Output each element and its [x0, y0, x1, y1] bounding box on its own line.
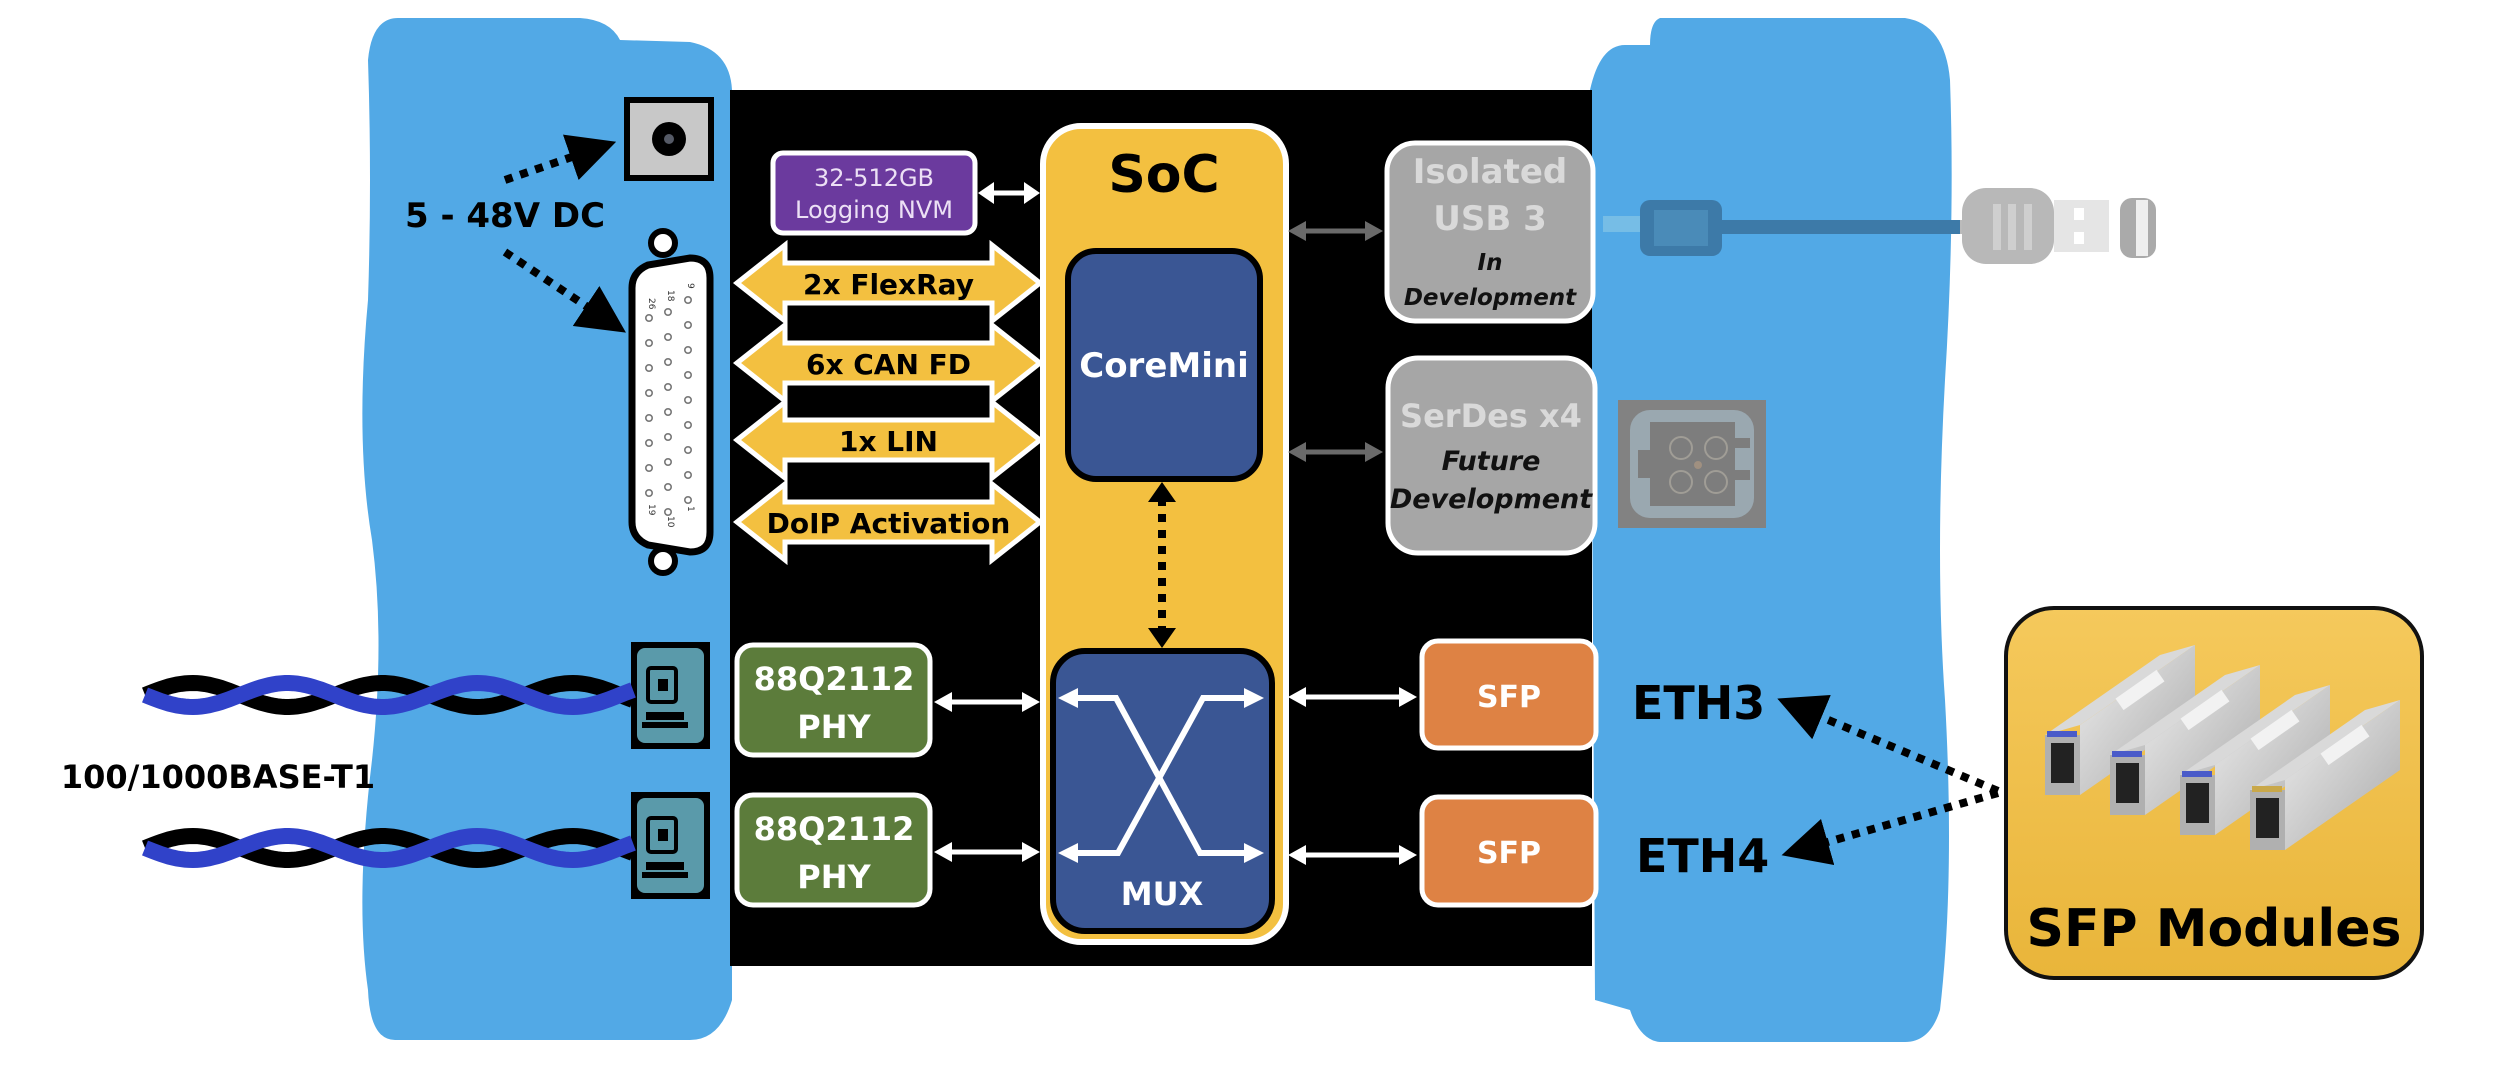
usb-title-line1: Isolated	[1413, 152, 1568, 192]
power-label: 5 - 48V DC	[405, 196, 605, 236]
db-pin	[644, 363, 653, 372]
bus-arrow-4-label: DoIP Activation	[767, 507, 1011, 540]
db-pin-label-1: 1	[685, 506, 695, 512]
db-pin	[683, 420, 692, 429]
db-pin-label-18: 18	[665, 290, 675, 302]
t1-connector-2-icon[interactable]	[631, 792, 710, 899]
eth3-label: ETH3	[1632, 676, 1765, 730]
nvm-link-arrow	[978, 182, 1040, 204]
db-pin-label-26: 26	[646, 298, 656, 310]
db-pin	[663, 332, 672, 341]
db-pin	[683, 320, 692, 329]
nvm-capacity: 32-512GB	[814, 164, 934, 192]
sfp-port-1[interactable]: SFP	[1419, 638, 1599, 751]
db-pin	[644, 488, 653, 497]
mux-block[interactable]: MUX	[1050, 648, 1275, 934]
t1-connector-1-icon[interactable]	[631, 642, 710, 749]
db-connector-icon[interactable]: 9 18 26 1 10 19	[628, 228, 714, 576]
serdes-status-line2: Development	[1390, 484, 1593, 515]
db-pin	[644, 463, 653, 472]
bus-arrow-3[interactable]: 1x LIN	[732, 396, 1045, 484]
phy-1-chip: 88Q2112	[754, 660, 915, 698]
coremini-block[interactable]: CoreMini	[1065, 248, 1263, 482]
ethernet-cable-label: 100/1000BASE-T1	[61, 758, 375, 796]
db-pin	[663, 507, 672, 516]
serdes-soc-arrow	[1288, 442, 1383, 462]
soc-title: SoC	[1108, 145, 1219, 205]
bus-arrow-2[interactable]: 6x CAN FD	[732, 319, 1045, 407]
phy-block-1[interactable]: 88Q2112 PHY	[734, 642, 933, 758]
db-pin	[683, 345, 692, 354]
db-pin	[644, 438, 653, 447]
db-pin	[644, 413, 653, 422]
db-pin	[644, 313, 653, 322]
mux-sfp-arrows	[1298, 694, 1406, 858]
sfp-module-3	[2180, 685, 2330, 835]
db-pin	[683, 370, 692, 379]
serdes-block[interactable]: SerDes x4 Future Development	[1385, 355, 1598, 556]
serdes-status-line1: Future	[1442, 446, 1541, 477]
coremini-label: CoreMini	[1079, 346, 1249, 386]
serdes-connector-icon[interactable]	[1618, 400, 1766, 528]
db-pin-label-9: 9	[685, 283, 695, 289]
power-arrows	[502, 134, 626, 333]
phy-block-2[interactable]: 88Q2112 PHY	[734, 792, 933, 908]
bus-arrow-1-label: 2x FlexRay	[803, 268, 974, 301]
db-pin	[683, 395, 692, 404]
db-pin	[683, 445, 692, 454]
bus-arrow-3-label: 1x LIN	[839, 425, 938, 458]
sfp-port-2-label: SFP	[1477, 836, 1541, 871]
phy-1-label: PHY	[797, 708, 871, 746]
right-housing	[1590, 18, 1952, 1042]
db-pin	[663, 407, 672, 416]
sfp-modules-card[interactable]: SFP Modules	[2004, 606, 2424, 980]
db-pin	[663, 432, 672, 441]
db-pin	[663, 307, 672, 316]
usb-title-line2: USB 3	[1433, 199, 1547, 239]
phy-2-chip: 88Q2112	[754, 810, 915, 848]
sfp-module-2	[2110, 665, 2260, 815]
phy-mux-arrows	[944, 699, 1030, 855]
twisted-pair-cable-1	[142, 674, 636, 716]
nvm-title: Logging NVM	[795, 196, 953, 224]
sfp-modules-label: SFP Modules	[2027, 899, 2402, 959]
db-pin	[644, 388, 653, 397]
bus-arrow-4[interactable]: DoIP Activation	[732, 478, 1045, 566]
phy-2-label: PHY	[797, 858, 871, 896]
db-pin	[663, 482, 672, 491]
db-pin	[663, 382, 672, 391]
sfp-module-1	[2045, 645, 2195, 795]
usb-block[interactable]: Isolated USB 3 In Development	[1384, 140, 1596, 324]
serdes-title: SerDes x4	[1400, 397, 1582, 435]
power-jack-icon[interactable]	[624, 97, 714, 181]
mux-label: MUX	[1121, 875, 1204, 913]
sfp-module-arrows	[1777, 694, 2000, 866]
db-pin-label-19: 19	[646, 504, 656, 516]
eth4-label: ETH4	[1636, 829, 1769, 883]
sfp-modules-image	[2045, 645, 2400, 850]
bus-arrow-2-label: 6x CAN FD	[806, 348, 971, 381]
mux-crossover-icon	[1070, 695, 1250, 856]
db-pin-label-10: 10	[665, 516, 675, 528]
sfp-port-2[interactable]: SFP	[1419, 794, 1599, 908]
db-pin	[683, 495, 692, 504]
usb-status-line1: In	[1478, 250, 1503, 276]
sfp-port-1-label: SFP	[1477, 680, 1541, 715]
db-pin	[663, 357, 672, 366]
usb-cable-icon	[1603, 188, 2156, 264]
sfp-module-4	[2250, 700, 2400, 850]
db-pin	[663, 457, 672, 466]
twisted-pair-cable-2	[142, 827, 636, 869]
usb-status-line2: Development	[1404, 285, 1577, 311]
coremini-mux-link	[1148, 482, 1176, 648]
bus-arrow-1[interactable]: 2x FlexRay	[732, 239, 1045, 327]
usb-soc-arrow	[1288, 221, 1383, 241]
db-pin	[683, 470, 692, 479]
db-pin	[644, 338, 653, 347]
db-pin	[683, 295, 692, 304]
nvm-block[interactable]: 32-512GB Logging NVM	[770, 150, 978, 236]
